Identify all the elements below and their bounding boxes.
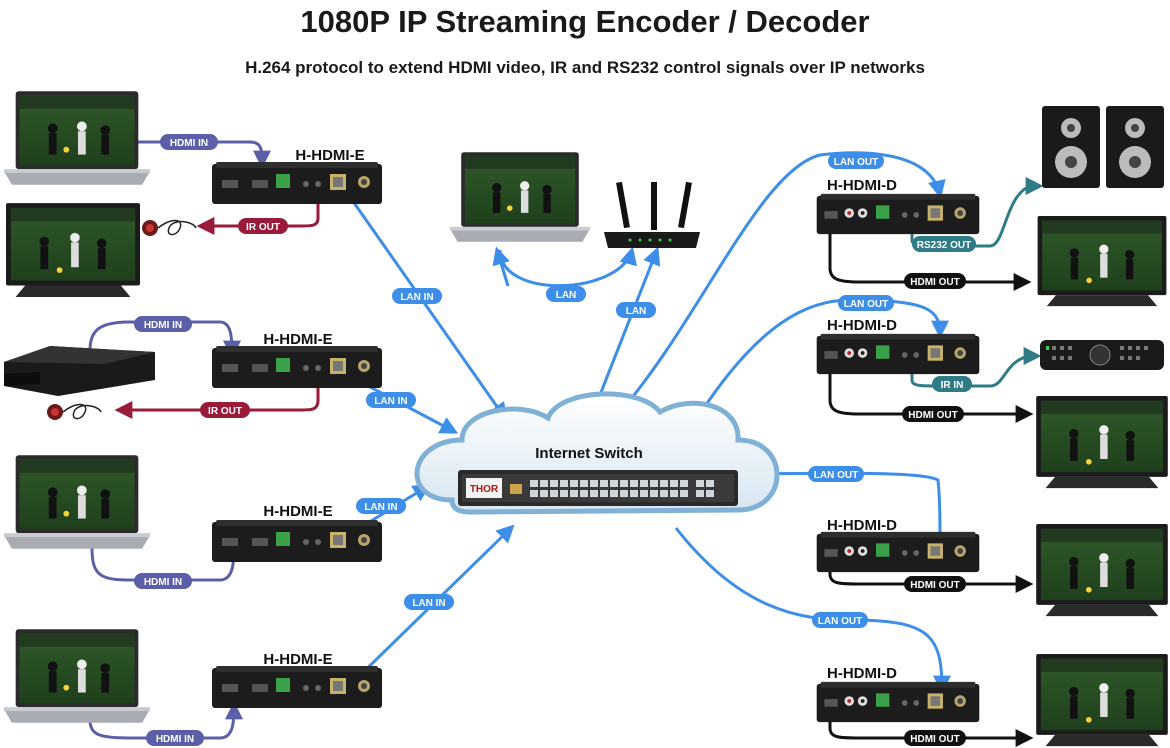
lan-tag: LAN	[546, 286, 586, 302]
svg-text:HDMI IN: HDMI IN	[156, 734, 194, 745]
hdmi-out-tag: HDMI OUT	[904, 576, 966, 592]
svg-text:LAN IN: LAN IN	[374, 396, 407, 407]
speakers-icon	[1042, 106, 1164, 188]
network-switch-icon	[458, 470, 738, 506]
lan-out-tag: LAN OUT	[812, 612, 868, 628]
ir-out-lines	[114, 200, 320, 419]
hdmi-in-tag: HDMI IN	[160, 134, 218, 150]
svg-text:IR IN: IR IN	[941, 380, 964, 391]
svg-text:LAN OUT: LAN OUT	[818, 616, 862, 627]
decoder-device	[816, 193, 980, 235]
decoder-name: H-HDMI-D	[827, 177, 897, 194]
decoder-name: H-HDMI-D	[827, 665, 897, 682]
svg-text:HDMI OUT: HDMI OUT	[910, 580, 959, 591]
svg-text:HDMI OUT: HDMI OUT	[908, 410, 957, 421]
hdmi-out-tag: HDMI OUT	[904, 273, 966, 289]
svg-text:LAN OUT: LAN OUT	[814, 470, 858, 481]
lan-in-tag: LAN IN	[392, 288, 442, 304]
laptop-icon	[4, 455, 150, 549]
router-icon	[604, 181, 700, 248]
lan-out-tag: LAN OUT	[808, 466, 864, 482]
svg-text:HDMI IN: HDMI IN	[144, 577, 182, 588]
tv-icon	[6, 203, 140, 297]
page-subtitle: H.264 protocol to extend HDMI video, IR …	[245, 58, 925, 77]
lan-out-tag: LAN OUT	[838, 295, 894, 311]
encoder-device	[212, 162, 382, 204]
tv-icon	[1036, 654, 1168, 747]
ir-out-tag: IR OUT	[200, 402, 250, 418]
hdmi-in-lines	[88, 140, 271, 740]
svg-text:RS232 OUT: RS232 OUT	[917, 240, 971, 251]
svg-text:LAN OUT: LAN OUT	[844, 299, 888, 310]
encoder-name: H-HDMI-E	[263, 331, 332, 348]
svg-text:LAN: LAN	[626, 306, 647, 317]
hdmi-out-tag: HDMI OUT	[904, 730, 966, 746]
encoder-device	[212, 520, 382, 562]
decoder-device	[816, 333, 980, 375]
svg-text:IR OUT: IR OUT	[208, 406, 242, 417]
encoder-name: H-HDMI-E	[263, 651, 332, 668]
decoder-device	[816, 681, 980, 723]
decoder-name: H-HDMI-D	[827, 517, 897, 534]
encoder-name: H-HDMI-E	[263, 503, 332, 520]
page-title: 1080P IP Streaming Encoder / Decoder	[300, 4, 870, 39]
rs232-out-tag: RS232 OUT	[912, 236, 976, 252]
lan-in-tag: LAN IN	[366, 392, 416, 408]
tv-icon	[1036, 396, 1168, 489]
ir-emitter-icon	[46, 403, 102, 421]
decoder-device	[816, 531, 980, 573]
lan-tag: LAN	[616, 302, 656, 318]
lan-in-tag: LAN IN	[356, 498, 406, 514]
decoder-name: H-HDMI-D	[827, 317, 897, 334]
lan-laptop-arrow	[492, 246, 510, 287]
svg-text:IR OUT: IR OUT	[246, 222, 280, 233]
svg-text:LAN IN: LAN IN	[400, 292, 433, 303]
svg-text:LAN IN: LAN IN	[364, 502, 397, 513]
ir-emitter-icon	[141, 219, 197, 237]
encoder-name: H-HDMI-E	[295, 147, 364, 164]
encoder-device	[212, 346, 382, 388]
svg-text:HDMI IN: HDMI IN	[144, 320, 182, 331]
cloud-label: Internet Switch	[535, 445, 643, 462]
hdmi-out-tag: HDMI OUT	[902, 406, 964, 422]
hdmi-out-lines	[828, 228, 1034, 747]
ir-out-tag: IR OUT	[238, 218, 288, 234]
ir-in-tag: IR IN	[932, 376, 972, 392]
laptop-icon	[450, 152, 590, 242]
svg-text:LAN OUT: LAN OUT	[834, 157, 878, 168]
hdmi-in-tag: HDMI IN	[134, 573, 192, 589]
hdmi-in-tag: HDMI IN	[146, 730, 204, 746]
encoder-device	[212, 666, 382, 708]
svg-text:LAN IN: LAN IN	[412, 598, 445, 609]
tv-icon	[1037, 216, 1167, 307]
bluray-player-icon	[4, 346, 155, 396]
laptop-icon	[4, 91, 150, 185]
svg-text:HDMI OUT: HDMI OUT	[910, 277, 959, 288]
remote-control-icon	[1040, 340, 1164, 370]
laptop-icon	[4, 629, 150, 723]
svg-text:HDMI IN: HDMI IN	[170, 138, 208, 149]
tv-icon	[1036, 524, 1168, 617]
lan-out-tag: LAN OUT	[828, 153, 884, 169]
svg-text:LAN: LAN	[556, 290, 577, 301]
svg-text:HDMI OUT: HDMI OUT	[910, 734, 959, 745]
lan-in-tag: LAN IN	[404, 594, 454, 610]
switch-brand: THOR	[470, 484, 499, 495]
hdmi-in-tag: HDMI IN	[134, 316, 192, 332]
